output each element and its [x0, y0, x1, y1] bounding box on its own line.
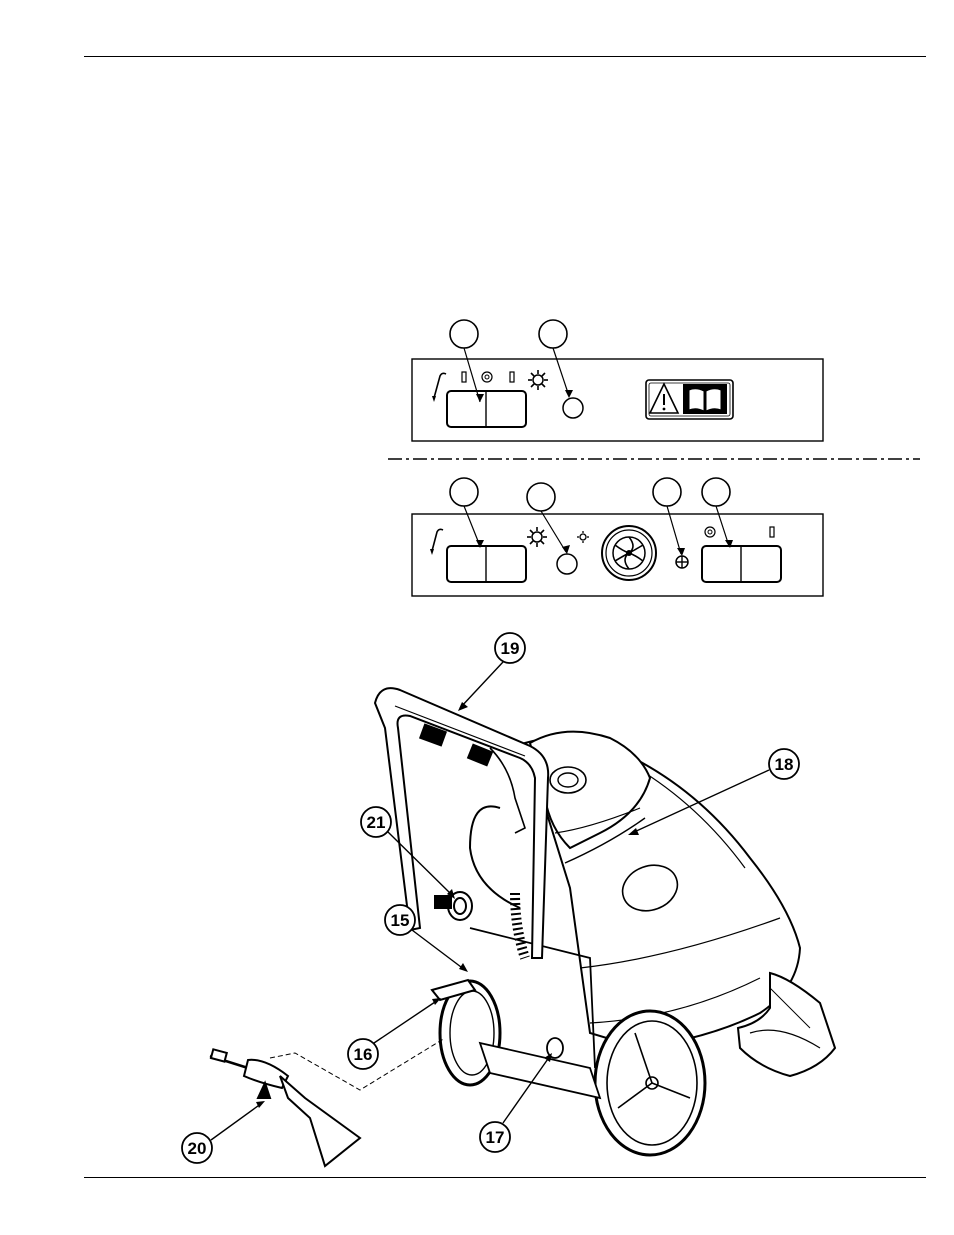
header-rule [84, 56, 926, 57]
svg-text:18: 18 [775, 755, 794, 774]
svg-text:16: 16 [354, 1045, 373, 1064]
handle-switch-2 [468, 745, 492, 765]
on-mark-icon-2 [510, 372, 514, 382]
callout-circle-b4 [702, 478, 730, 506]
control-panel-b [412, 478, 823, 596]
heater-high-icon [527, 527, 547, 547]
control-panel-a [412, 320, 823, 441]
heater-sun-icon [528, 370, 548, 390]
callout-circle-a2 [539, 320, 567, 348]
callout-circle-b1 [450, 478, 478, 506]
heater-indicator-light-a [563, 398, 583, 418]
heat-on-icon [676, 556, 688, 568]
svg-text:19: 19 [501, 639, 520, 658]
leader-a2-arrow [565, 390, 573, 398]
rear-wheel [595, 1011, 705, 1155]
warning-triangle-icon [650, 384, 678, 413]
spray-wand-icon-b [432, 529, 443, 551]
heater-indicator-light-b [557, 554, 577, 574]
manual-book-icon [683, 384, 727, 414]
spray-wand-icon [434, 373, 446, 398]
callout-16: 16 [348, 998, 441, 1069]
callout-20: 20 [182, 1101, 265, 1163]
svg-text:17: 17 [486, 1128, 505, 1147]
svg-text:15: 15 [391, 911, 410, 930]
on-mark-icon [462, 372, 466, 382]
control-panel-diagrams [380, 310, 925, 605]
callout-19: 19 [458, 633, 525, 711]
callout-circle-b3 [653, 478, 681, 506]
off-mark-icon [482, 372, 492, 382]
footer-rule [84, 1177, 926, 1178]
power-off-mark-icon [705, 527, 715, 537]
callout-circle-b2 [527, 483, 555, 511]
heater-low-icon [577, 531, 589, 543]
panel-a-frame [412, 359, 823, 441]
panel-b-frame [412, 514, 823, 596]
svg-text:20: 20 [188, 1139, 207, 1158]
callout-circle-a1 [450, 320, 478, 348]
leader-a1-arrow [476, 394, 484, 402]
svg-text:21: 21 [367, 813, 386, 832]
power-on-mark-icon [770, 527, 774, 537]
leader-a2 [553, 348, 569, 396]
machine-rear-view-illustration: 19 18 21 15 16 17 20 [170, 628, 850, 1168]
vacuum-fan-icon [602, 526, 656, 580]
upholstery-tool [210, 1049, 360, 1166]
